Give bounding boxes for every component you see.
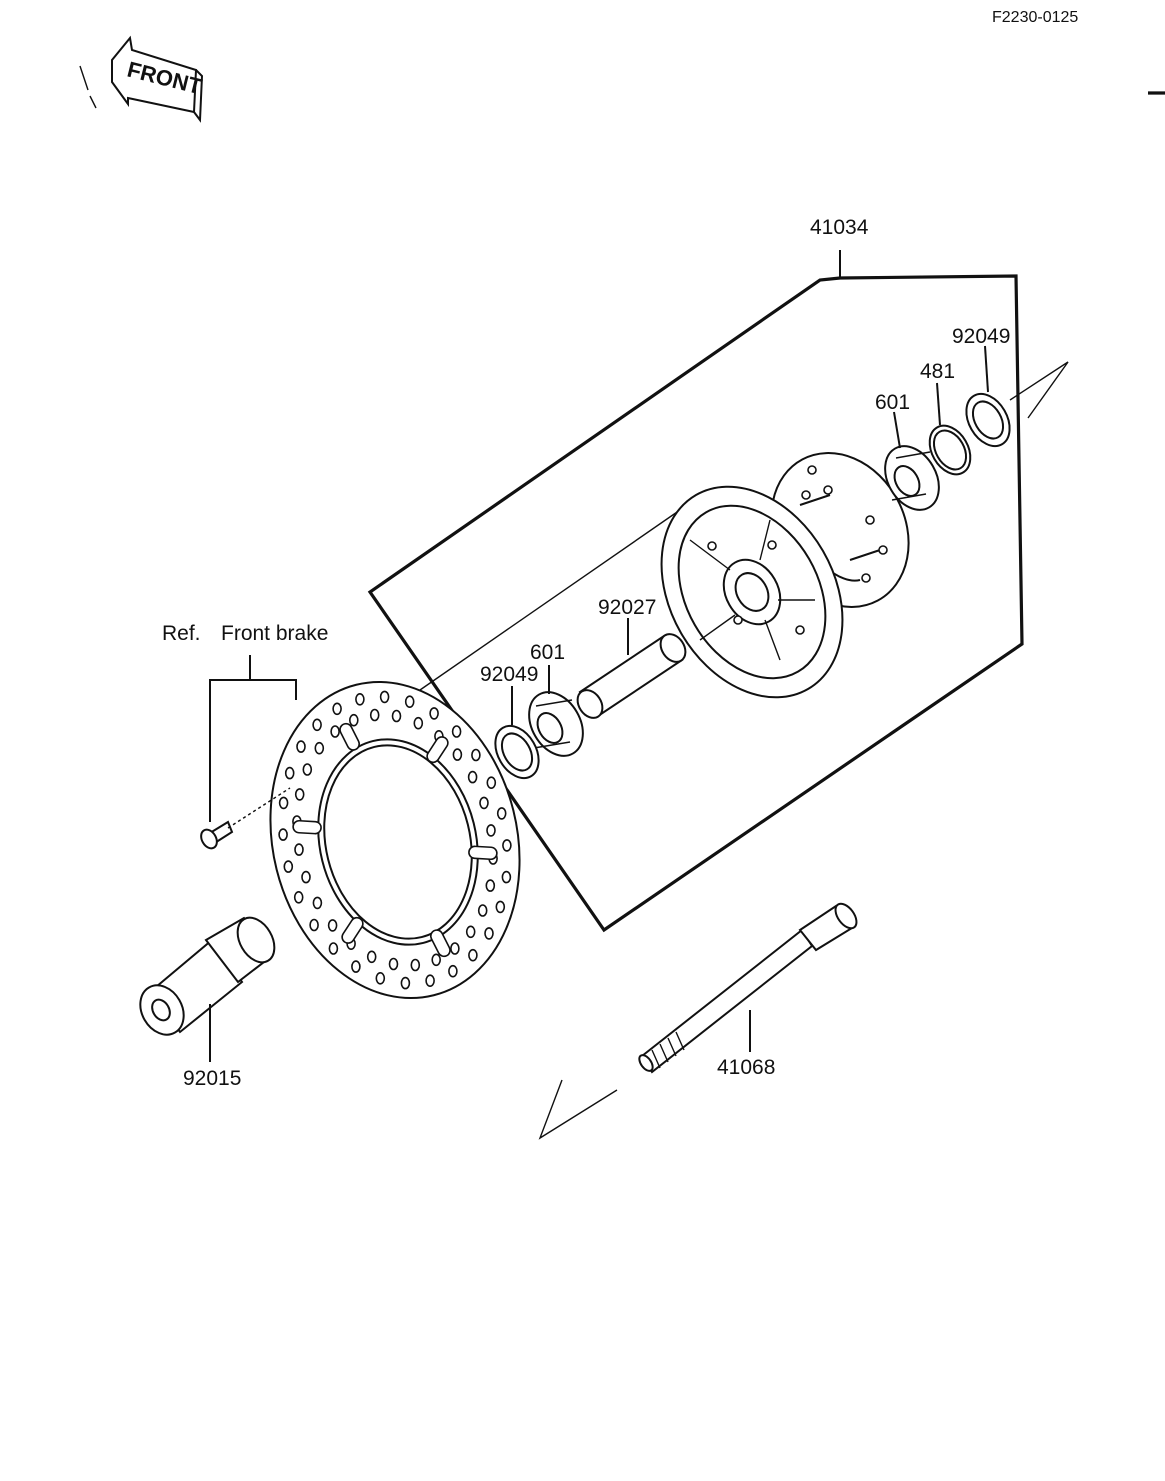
part-label-41034: 41034 [810, 216, 869, 239]
disc-hole [502, 839, 512, 852]
disc-hole [471, 748, 481, 762]
disc-hole [283, 860, 294, 873]
disc-hole [379, 690, 390, 704]
disc-hole [410, 958, 421, 972]
part-label-92049-left: 92049 [480, 663, 538, 686]
disc-hole [450, 942, 460, 955]
disc-hole [452, 748, 463, 761]
axis-arrow-upper [1009, 361, 1069, 419]
spacer-tube [576, 633, 687, 719]
disc-hole [278, 828, 288, 841]
front-arrow-icon: FRONT [79, 35, 205, 123]
disc-hole [484, 927, 494, 940]
disc-slot [429, 929, 451, 958]
disc-hole [328, 942, 339, 955]
disc-hole [400, 976, 411, 990]
disc-hole [479, 796, 489, 810]
leader-front-brake-screw [209, 655, 251, 822]
disc-hole [302, 763, 313, 776]
disc-hole [429, 707, 439, 720]
axle-collar [139, 916, 276, 1036]
part-label-92049-right: 92049 [952, 325, 1010, 348]
disc-hole [369, 708, 380, 722]
disc-hole [467, 770, 478, 784]
disc-slot [292, 819, 322, 835]
disc-hole [284, 766, 295, 780]
leader-92049-right [984, 345, 989, 393]
disc-hole [327, 919, 338, 932]
disc-hole [468, 948, 478, 962]
disc-hole [477, 904, 488, 917]
circlip [928, 424, 972, 476]
disc-hole [348, 713, 359, 727]
disc-hole [309, 918, 319, 932]
disc-hole [312, 896, 323, 910]
document-code: F2230-0125 [992, 9, 1078, 26]
disc-hole [448, 964, 458, 978]
disc-hole [486, 776, 497, 790]
disc-hole [294, 843, 304, 856]
ref-label: Ref. [162, 622, 201, 645]
brake-disc [269, 680, 521, 1000]
disc-hole [388, 957, 399, 971]
disc-hole [391, 709, 402, 723]
part-label-481: 481 [920, 360, 955, 383]
leader-481 [936, 382, 941, 426]
disc-hole [404, 695, 415, 709]
leader-601-right [893, 411, 901, 449]
disc-hole [278, 796, 289, 810]
disc-hole [301, 870, 311, 884]
disc-hole [294, 788, 305, 801]
oil-seal-right [965, 392, 1011, 448]
bearing-right [884, 445, 940, 511]
disc-hole [425, 974, 435, 988]
disc-hole [375, 971, 386, 985]
front-axle [638, 902, 858, 1074]
bearing-left [528, 691, 584, 757]
disc-slot [341, 916, 364, 944]
disc-hole [431, 953, 442, 967]
disc-hole [495, 900, 506, 914]
disc-hole [451, 725, 462, 738]
disc-hole [351, 960, 361, 973]
wheel-hub [660, 452, 910, 699]
disc-hole [486, 824, 496, 837]
part-label-92015: 92015 [183, 1067, 241, 1090]
ref-front-brake: Front brake [221, 622, 328, 645]
axis-arrow-lower [538, 1079, 618, 1140]
disc-hole [332, 702, 342, 716]
disc-hole [501, 870, 512, 884]
oil-seal-left [494, 724, 540, 780]
disc-hole [465, 925, 476, 939]
part-label-92027: 92027 [598, 596, 656, 619]
hub-assembly-bracket [367, 250, 1024, 933]
disc-hole [293, 890, 304, 904]
leader-front-brake-disc [250, 679, 297, 700]
disc-bolt [200, 787, 291, 850]
disc-hole [485, 879, 496, 892]
disc-hole [312, 718, 322, 732]
disc-hole [413, 716, 424, 730]
disc-hole [366, 950, 377, 964]
disc-hole [330, 725, 340, 738]
disc-hole [314, 741, 325, 755]
disc-slot [468, 845, 498, 861]
disc-hole [296, 740, 306, 753]
part-label-601-left: 601 [530, 641, 565, 664]
disc-hole [496, 807, 507, 820]
disc-hole [355, 692, 365, 706]
part-label-601-right: 601 [875, 391, 910, 414]
part-label-41068: 41068 [717, 1056, 775, 1079]
disc-slot [339, 722, 361, 751]
disc-slot [426, 736, 449, 764]
